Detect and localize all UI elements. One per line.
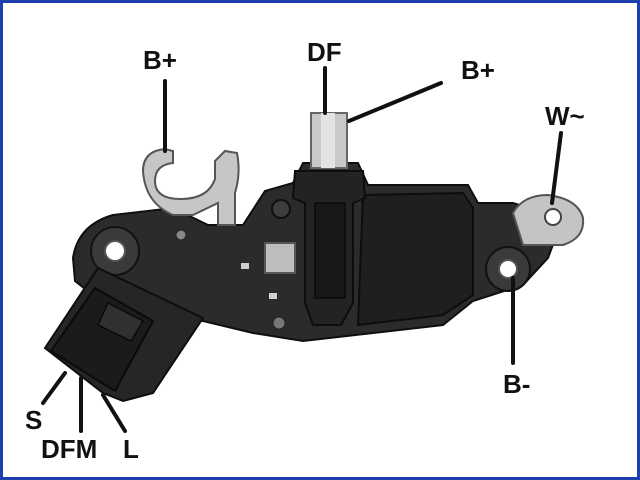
label-b-minus: B-: [503, 369, 530, 399]
regulator-diagram: B+ DF B+ W~ B- S DFM L: [25, 37, 585, 464]
leader-l: [101, 393, 127, 433]
label-s: S: [25, 405, 42, 435]
label-w: W~: [545, 101, 585, 131]
screw-hole-3: [272, 316, 286, 330]
right-mount-hole: [498, 259, 518, 279]
regulator-cover: [356, 191, 474, 327]
label-l: L: [123, 434, 139, 464]
internal-slot-1: [241, 263, 249, 269]
leader-w: [550, 131, 563, 205]
label-dfm: DFM: [41, 434, 97, 464]
internal-tab: [264, 242, 296, 274]
label-df: DF: [307, 37, 342, 67]
leader-lines: [41, 66, 563, 433]
leader-s: [41, 371, 67, 405]
df-brush-highlight: [321, 113, 335, 168]
label-b-plus-left: B+: [143, 45, 177, 75]
w-terminal-hole: [544, 208, 562, 226]
internal-slot-2: [269, 293, 277, 299]
leader-b-plus-right: [347, 81, 443, 123]
b-plus-terminal-hook: [141, 147, 240, 226]
connector-latch: [97, 301, 145, 342]
brush-holder-slot: [314, 202, 346, 299]
screw-hole-1: [271, 199, 291, 219]
label-b-plus-right: B+: [461, 55, 495, 85]
screw-hole-2: [175, 229, 187, 241]
left-mount-hole: [104, 240, 126, 262]
